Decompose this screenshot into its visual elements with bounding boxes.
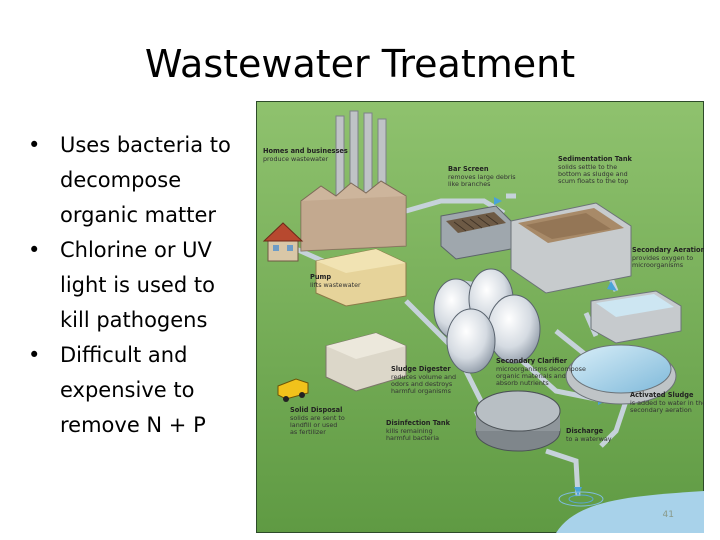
page-number: 41	[663, 510, 674, 520]
label-body: lifts wastewater	[310, 281, 361, 289]
house-icon	[262, 222, 304, 262]
bullet-marker: •	[28, 238, 41, 262]
bullet-marker: •	[28, 133, 41, 157]
solid-disposal-building	[325, 332, 407, 392]
label-secondary-aeration: Secondary Aeration provides oxygen to mi…	[632, 246, 704, 269]
bullet-text: Uses bacteria to decompose organic matte…	[60, 133, 231, 227]
label-body: solids are sent to	[290, 414, 345, 422]
label-body: harmful bacteria	[386, 434, 439, 442]
label-disinfection-tank: Disinfection Tank kills remaining harmfu…	[386, 419, 451, 442]
label-title: Activated Sludge	[630, 391, 694, 399]
label-bar-screen: Bar Screen removes large debris like bra…	[448, 165, 516, 188]
label-title: Homes and businesses	[263, 147, 348, 155]
label-title: Secondary Aeration	[632, 246, 704, 254]
label-body: bottom as sludge and	[558, 170, 628, 178]
secondary-aeration-tank	[590, 290, 682, 344]
label-homes: Homes and businesses produce wastewater	[263, 147, 348, 163]
label-body: organic materials and	[496, 372, 566, 380]
label-body: provides oxygen to	[632, 254, 693, 262]
label-body: harmful organisms	[391, 387, 452, 395]
label-title: Discharge	[566, 427, 604, 435]
bullet-item: • Uses bacteria to decompose organic matt…	[24, 128, 250, 233]
label-solid-disposal: Solid Disposal solids are sent to landfi…	[290, 406, 345, 436]
label-body: removes large debris	[448, 173, 516, 181]
label-title: Secondary Clarifier	[496, 357, 568, 365]
label-body: reduces volume and	[391, 373, 456, 381]
label-body: to a waterway	[566, 435, 612, 443]
wastewater-treatment-diagram: Homes and businesses produce wastewater …	[256, 101, 704, 533]
bullet-list: • Uses bacteria to decompose organic matt…	[24, 128, 250, 443]
label-body: like branches	[448, 180, 491, 188]
label-body: kills remaining	[386, 427, 433, 435]
label-discharge: Discharge to a waterway	[566, 427, 612, 443]
label-body: landfill or used	[290, 421, 337, 429]
label-body: produce wastewater	[263, 155, 329, 163]
label-body: microorganisms decompose	[496, 365, 586, 373]
bullet-text: Difficult and expensive to remove N + P	[60, 343, 206, 437]
bullet-text: Chlorine or UV light is used to kill pat…	[60, 238, 215, 332]
label-title: Bar Screen	[448, 165, 489, 173]
label-body: odors and destroys	[391, 380, 453, 388]
bullet-item: • Chlorine or UV light is used to kill pa…	[24, 233, 250, 338]
label-activated-sludge: Activated Sludge is added to water in th…	[630, 391, 704, 414]
label-body: scum floats to the top	[558, 177, 628, 185]
factory-building	[300, 180, 407, 252]
bar-screen-tank	[440, 205, 512, 260]
label-title: Pump	[310, 273, 331, 281]
sludge-digester-domes	[433, 268, 541, 374]
discharge-waterway	[556, 491, 704, 533]
label-sludge-digester: Sludge Digester reduces volume and odors…	[391, 365, 456, 395]
label-title: Disinfection Tank	[386, 419, 451, 427]
label-body: absorb nutrients	[496, 379, 549, 387]
slide-title: Wastewater Treatment	[144, 42, 576, 86]
secondary-clarifier	[565, 344, 677, 405]
label-title: Sedimentation Tank	[558, 155, 633, 163]
label-body: solids settle to the	[558, 163, 617, 171]
label-body: microorganisms	[632, 261, 684, 269]
truck-icon	[277, 378, 309, 402]
label-pump: Pump lifts wastewater	[310, 273, 361, 289]
label-sedimentation-tank: Sedimentation Tank solids settle to the …	[558, 155, 633, 185]
bullet-marker: •	[28, 343, 41, 367]
label-body: as fertilizer	[290, 428, 326, 436]
sedimentation-tank	[510, 202, 632, 294]
label-body: is added to water in the	[630, 399, 704, 407]
label-title: Sludge Digester	[391, 365, 451, 373]
disinfection-tank	[475, 390, 561, 452]
label-body: secondary aeration	[630, 406, 692, 414]
pump-building	[315, 248, 407, 307]
label-secondary-clarifier: Secondary Clarifier microorganisms decom…	[496, 357, 586, 387]
bullet-item: • Difficult and expensive to remove N + P	[24, 338, 250, 443]
label-title: Solid Disposal	[290, 406, 342, 414]
